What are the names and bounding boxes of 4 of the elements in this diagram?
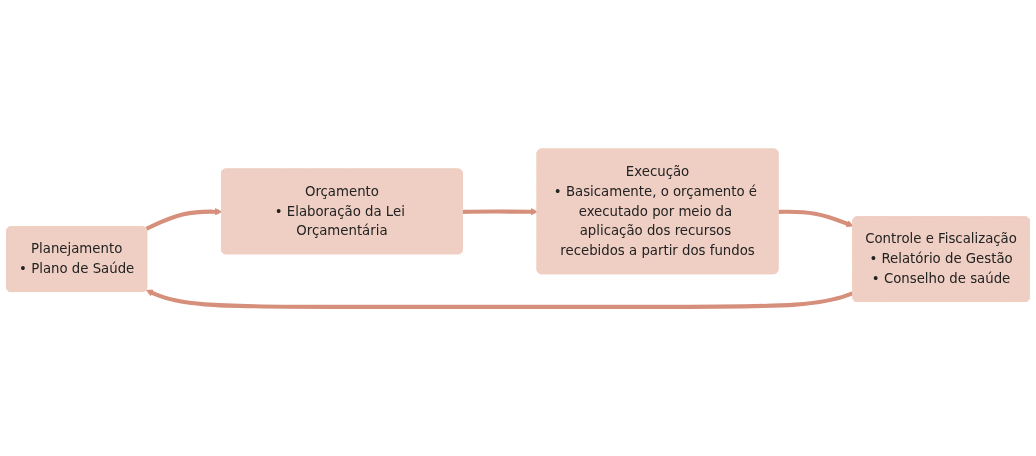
arrow (462, 208, 538, 216)
arrow (145, 208, 223, 231)
arrow (778, 209, 854, 228)
arrow (145, 289, 854, 309)
